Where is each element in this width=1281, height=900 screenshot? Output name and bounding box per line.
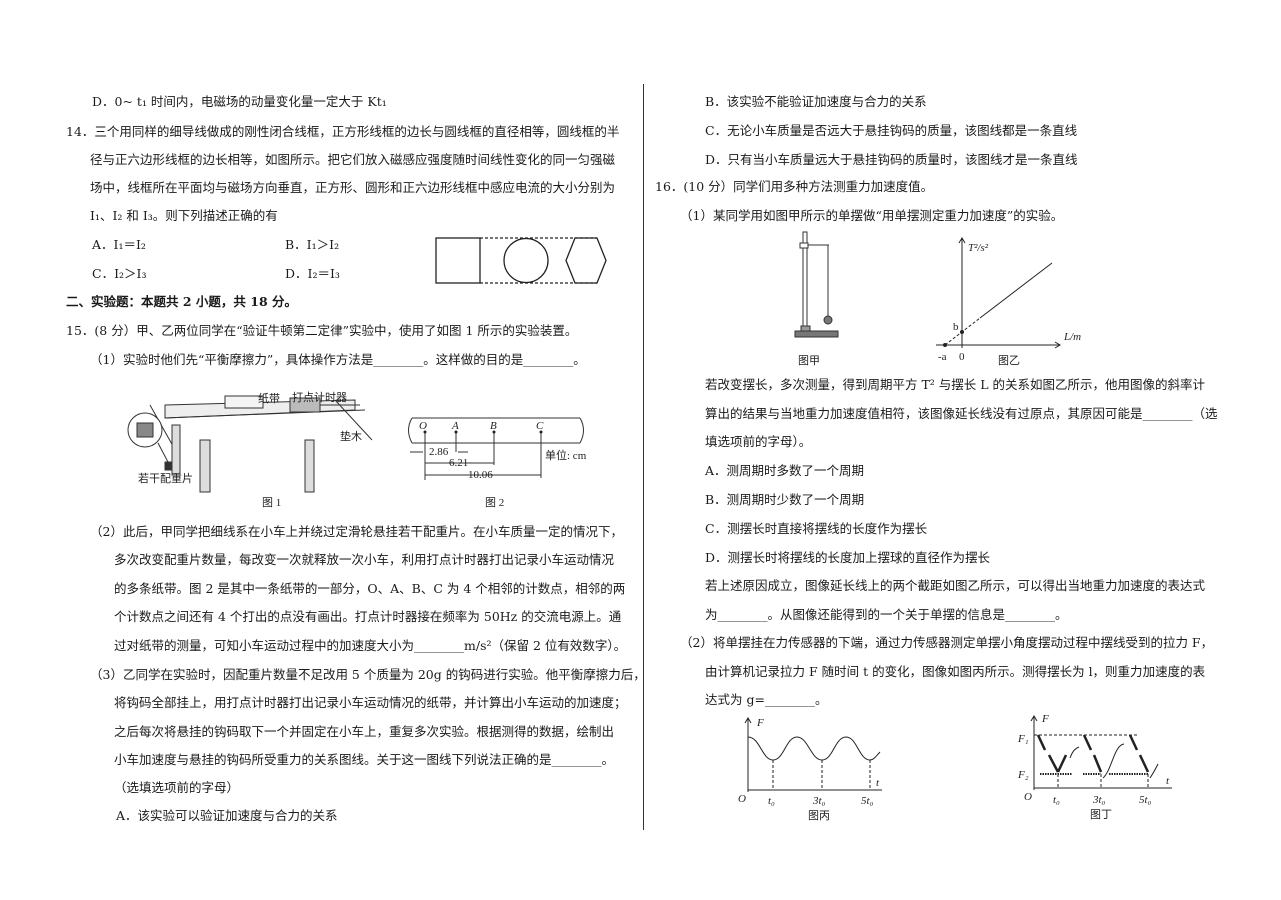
- fig-ding-ylabel: F: [1041, 713, 1049, 725]
- fig-bing-caption: 图丙: [808, 809, 830, 822]
- fig2-caption: 图 2: [485, 496, 504, 509]
- square-frame: [435, 237, 481, 284]
- figure-2-tape: [408, 417, 584, 480]
- fig-ding-origin: O: [1024, 791, 1032, 803]
- q15-part3-line: 小车加速度与悬挂的钩码所受重力的关系图线。关于这一图线下列说法正确的是_____…: [114, 752, 615, 767]
- q13-option-d: D．0~ t₁ 时间内，电磁场的动量变化量一定大于 Kt₁: [92, 94, 387, 109]
- circle-frame: [503, 237, 549, 284]
- q15-option-d: D．只有当小车质量远大于悬挂钩码的质量时，该图线才是一条直线: [705, 152, 1078, 167]
- q14-option-c: C．I₂＞I₃: [92, 266, 147, 281]
- fig1-label-block: 垫木: [340, 429, 362, 443]
- q15-part1: （1）实验时他们先“平衡摩擦力”，具体操作方法是________。这样做的目的是…: [90, 352, 586, 367]
- q15-part3-line: 之后每次将悬挂的钩码取下一个并固定在小车上，重复多次实验。根据测得的数据，绘制出: [114, 724, 615, 739]
- fig2-distance-ob: 6.21: [449, 457, 468, 469]
- fig-bing-ylabel: F: [756, 717, 764, 729]
- q16-text-line: 为________。从图像还能得到的一个关于单摆的信息是________。: [705, 607, 1068, 622]
- q14-option-b: B．I₁＞I₂: [285, 237, 340, 252]
- fig2-point-c: C: [536, 420, 544, 432]
- q15-option-a: A．该实验可以验证加速度与合力的关系: [116, 808, 338, 823]
- fig-bing-origin: O: [738, 793, 746, 805]
- section-2-heading: 二、实验题：本题共 2 小题，共 18 分。: [66, 294, 298, 309]
- q15-part2-line: 个计数点之间还有 4 个打出的点没有画出。打点计时器接在频率为 50Hz 的交流…: [114, 609, 622, 624]
- fig-ding-tick: 5t₀: [1139, 794, 1152, 806]
- hexagon-frame: [565, 237, 607, 284]
- fig2-distance-oc: 10.06: [468, 469, 493, 481]
- fig-yi-intercept-b: b: [953, 321, 959, 333]
- fig2-point-a: A: [451, 420, 459, 432]
- fig1-caption: 图 1: [262, 496, 281, 509]
- q16-part2-line: （2）将单摆挂在力传感器的下端，通过力传感器测定单摆小角度摆动过程中摆线受到的拉…: [680, 635, 1214, 650]
- figure-1-apparatus: [127, 395, 373, 493]
- q15-part3-line: 将钩码全部挂上，用打点计时器打出记录小车运动情况的纸带，并计算出小车运动的加速度…: [114, 695, 627, 710]
- figure-ding-graph: [1030, 715, 1172, 790]
- q16-part1: （1）某同学用如图甲所示的单摆做“用单摆测定重力加速度”的实验。: [680, 208, 1064, 223]
- q16-text-line: 填选项前的字母）。: [705, 434, 812, 449]
- column-divider: [643, 84, 644, 830]
- fig2-point-b: B: [490, 420, 497, 432]
- fig-ding-tick: 3t₀: [1092, 794, 1106, 806]
- q14-line: 14．三个用同样的细导线做成的刚性闭合线框，正方形线框的边长与圆线框的直径相等，…: [66, 124, 620, 139]
- q16-part2-line: 达式为 g=________。: [705, 692, 828, 707]
- fig-jia-caption: 图甲: [798, 354, 820, 367]
- fig-yi-caption: 图乙: [998, 354, 1020, 367]
- fig-yi-zero: 0: [959, 351, 965, 363]
- q16-part2-line: 由计算机记录拉力 F 随时间 t 的变化，图像如图丙所示。测得摆长为 l，则重力…: [705, 664, 1206, 679]
- q15-part3-line: （3）乙同学在实验时，因配重片数量不足改用 5 个质量为 20g 的钩码进行实验…: [90, 667, 646, 682]
- fig-yi-ylabel: T²/s²: [968, 242, 989, 254]
- fig-bing-tick: t₀: [768, 795, 775, 807]
- fig2-unit: 单位: cm: [545, 448, 587, 462]
- fig1-label-timer: 打点计时器: [292, 390, 347, 404]
- q16-option-c: C．测摆长时直接将摆线的长度作为摆长: [705, 521, 928, 536]
- figure-jia-pendulum: [794, 231, 839, 338]
- q15-part2-line: 过对纸带的测量，可知小车运动过程中的加速度大小为________m/s²（保留 …: [114, 638, 627, 653]
- fig-ding-tick: t₀: [1053, 794, 1060, 806]
- q16-text-line: 若改变摆长，多次测量，得到周期平方 T² 与摆长 L 的关系如图乙所示，他用图像…: [705, 377, 1206, 392]
- q16-stem: 16．(10 分）同学们用多种方法测重力加速度值。: [655, 179, 934, 194]
- q15-stem: 15．(8 分）甲、乙两位同学在“验证牛顿第二定律”实验中，使用了如图 1 所示…: [66, 323, 578, 338]
- q14-option-d: D．I₂＝I₃: [285, 266, 340, 281]
- q15-part3-line: （选填选项前的字母）: [114, 780, 240, 795]
- q15-option-c: C．无论小车质量是否远大于悬挂钩码的质量，该图线都是一条直线: [705, 123, 1078, 138]
- fig-bing-tick: 5t₀: [861, 795, 874, 807]
- q16-option-b: B．测周期时少数了一个周期: [705, 492, 865, 507]
- q16-text-line: 若上述原因成立，图像延长线上的两个截距如图乙所示，可以得出当地重力加速度的表达式: [705, 578, 1206, 593]
- q15-part2-line: 多次改变配重片数量，每改变一次就释放一次小车，利用打点计时器打出记录小车运动情况: [114, 552, 615, 567]
- fig-bing-xlabel: t: [876, 777, 880, 789]
- q15-part2-line: 的多条纸带。图 2 是其中一条纸带的一部分，O、A、B、C 为 4 个相邻的计数…: [114, 581, 626, 596]
- fig1-label-paper-tape: 纸带: [258, 392, 280, 405]
- fig-yi-intercept-neg-a: -a: [938, 351, 947, 363]
- fig1-label-weights: 若干配重片: [138, 471, 193, 485]
- q14-line: 径与正六边形线框的边长相等，如图所示。把它们放入磁感应强度随时间线性变化的同一匀…: [90, 152, 616, 167]
- fig-ding-xlabel: t: [1166, 775, 1170, 787]
- q16-option-d: D．测摆长时将摆线的长度加上摆球的直径作为摆长: [705, 550, 991, 565]
- q14-wire-frames-figure: [435, 237, 607, 284]
- q16-text-line: 算出的结果与当地重力加速度值相符，该图像延长线没有过原点，其原因可能是_____…: [705, 406, 1218, 421]
- fig-ding-caption: 图丁: [1090, 808, 1112, 821]
- fig-bing-tick: 3t₀: [812, 795, 826, 807]
- fig2-point-o: O: [419, 420, 427, 432]
- figure-bing-graph: [744, 717, 882, 792]
- fig2-distance-oa: 2.86: [429, 446, 449, 458]
- q16-option-a: A．测周期时多数了一个周期: [705, 463, 865, 478]
- fig-ding-f2-label: F₂: [1017, 769, 1029, 781]
- q15-part2-line: （2）此后，甲同学把细线系在小车上并绕过定滑轮悬挂若干配重片。在小车质量一定的情…: [90, 524, 623, 539]
- q14-line: 场中，线框所在平面均与磁场方向垂直，正方形、圆形和正六边形线框中感应电流的大小分…: [90, 180, 616, 195]
- fig-yi-xlabel: L/m: [1063, 331, 1081, 343]
- q14-option-a: A．I₁＝I₂: [92, 237, 146, 252]
- q14-line: I₁、I₂ 和 I₃。则下列描述正确的有: [90, 208, 278, 223]
- q15-option-b: B．该实验不能验证加速度与合力的关系: [705, 94, 927, 109]
- fig-ding-f1-label: F₁: [1017, 733, 1029, 745]
